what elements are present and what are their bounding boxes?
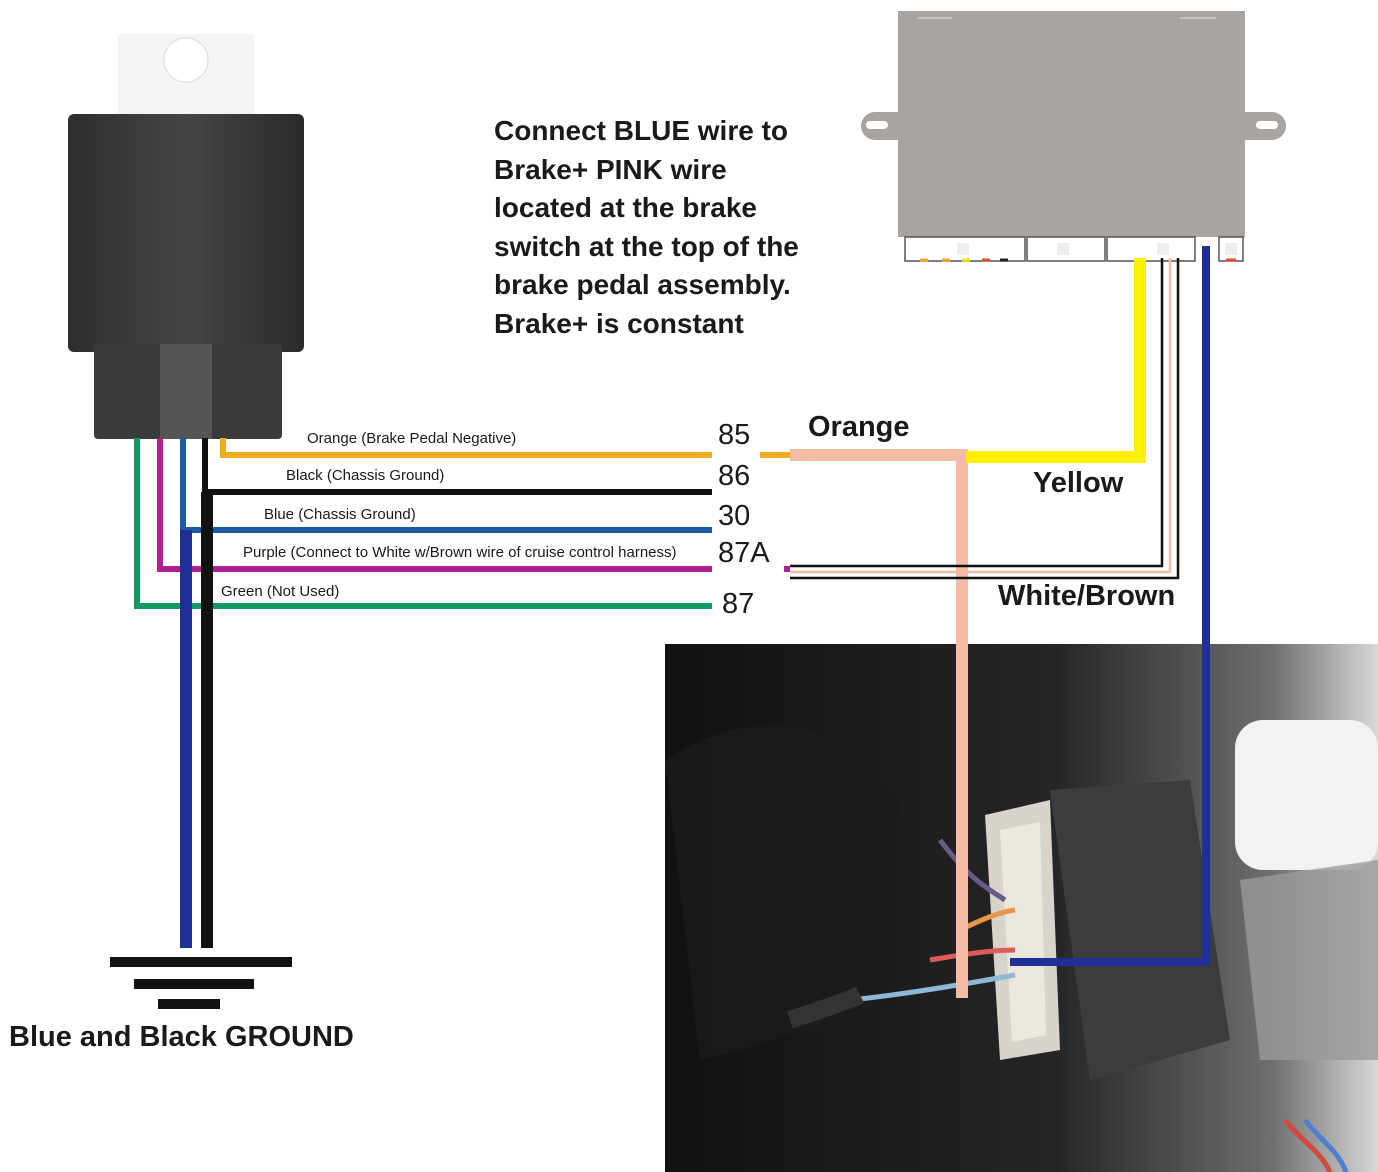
instruction-line: Brake+ PINK wire — [494, 153, 727, 185]
pin-30: 30 — [718, 500, 751, 532]
instruction-line: located at the brake — [494, 192, 757, 223]
cruise-control-module — [861, 11, 1286, 262]
pin-label-gaps — [712, 422, 790, 624]
relay-body — [68, 114, 304, 352]
orange-wire-label: Orange (Brake Pedal Negative) — [307, 430, 517, 447]
relay-connector-latch — [160, 344, 212, 439]
yellow-wire — [966, 258, 1146, 463]
purple-wire-label: Purple (Connect to White w/Brown wire of… — [243, 544, 677, 561]
instruction-line: Brake+ is constant — [494, 307, 744, 339]
salmon-wire — [790, 449, 968, 998]
green-wire — [134, 438, 790, 609]
pin-85: 85 — [718, 419, 751, 451]
brake-switch-photo — [665, 644, 1378, 1172]
navy-wire — [1010, 246, 1210, 966]
white-brown-wire-black — [790, 258, 1164, 568]
pin-87a: 87A — [718, 537, 770, 569]
harness-yellow-label: Yellow — [1033, 467, 1124, 499]
harness-orange-label: Orange — [808, 411, 910, 443]
blue-wire-label: Blue (Chassis Ground) — [264, 506, 416, 523]
ground-label: Blue and Black GROUND — [9, 1021, 354, 1053]
ground-symbol — [110, 957, 292, 1009]
instruction-text: Connect BLUE wire to Brake+ PINK wire lo… — [494, 112, 799, 343]
purple-wire — [157, 438, 790, 572]
harness-wires — [790, 246, 1210, 998]
relay-wires — [134, 438, 790, 948]
green-wire-label: Green (Not Used) — [221, 583, 340, 600]
pin-87: 87 — [722, 588, 755, 620]
relay-mounting-hole — [163, 37, 209, 83]
instruction-line: brake pedal assembly. — [494, 269, 791, 300]
instruction-line: Connect BLUE wire to — [494, 115, 789, 146]
harness-white-brown-label: White/Brown — [998, 580, 1176, 612]
orange-wire — [220, 438, 790, 458]
pin-86: 86 — [718, 460, 751, 492]
relay — [68, 34, 304, 439]
instruction-line: switch at the top of the — [494, 230, 799, 262]
black-wire-label: Black (Chassis Ground) — [286, 467, 445, 484]
white-brown-wire-black-2 — [790, 258, 1180, 580]
white-brown-wire-pink — [790, 258, 1172, 574]
